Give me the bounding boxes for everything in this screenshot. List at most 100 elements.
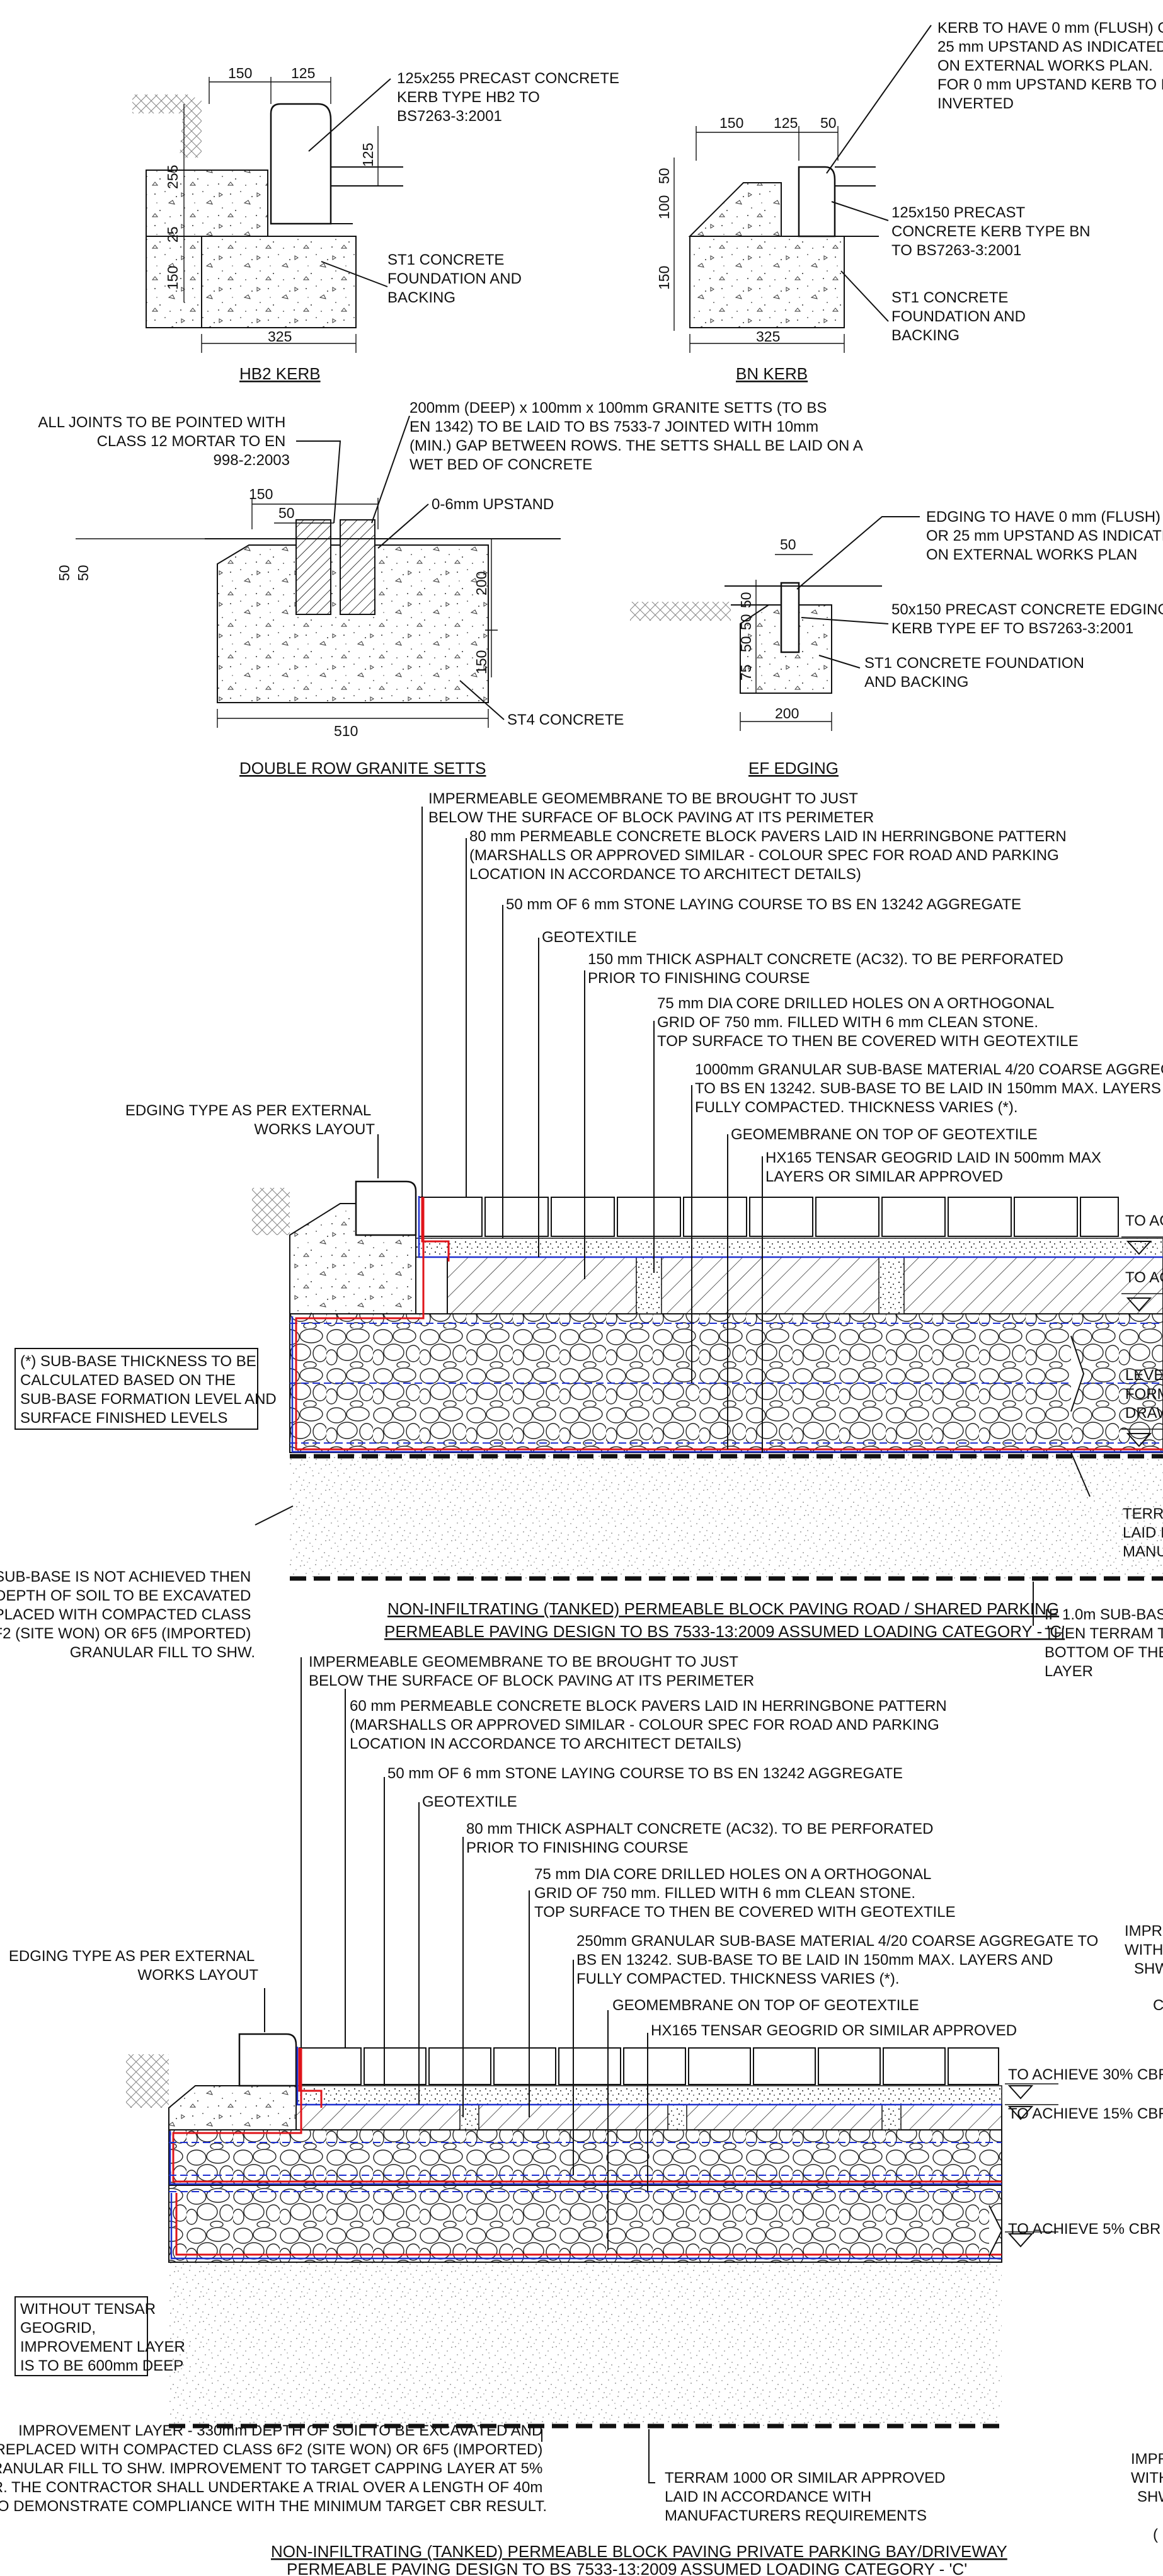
setts-dim-510: 510: [334, 723, 358, 739]
parking-boxed-note: [14, 2296, 148, 2376]
hb2-ground-hatch: [132, 95, 202, 158]
parking-boxed-note-text: WITHOUT TENSAR GEOGRID, IMPROVEMENT LAYE…: [20, 2301, 190, 2374]
road-callout-geotextile: GEOTEXTILE: [542, 929, 637, 946]
hb2-dim-255: 255: [164, 165, 181, 189]
parking-terram-note: TERRAM 1000 OR SIMILAR APPROVED LAID IN …: [665, 2470, 949, 2524]
road-paving-section: TO AC TO AC LEVE FORM DRAW IMPERMEABLE G…: [0, 790, 1163, 1680]
road-callout-asphalt: 150 mm THICK ASPHALT CONCRETE (AC32). TO…: [588, 951, 1068, 987]
parking-sub-base: [168, 2129, 1002, 2186]
hb2-dim-325: 325: [268, 328, 292, 345]
bn-top-note: KERB TO HAVE 0 mm (FLUSH) OR 25 mm UPSTA…: [937, 20, 1163, 112]
road-drill-hole-2: [878, 1256, 905, 1314]
road-block-pavers: [418, 1197, 1119, 1237]
road-callout-drill-holes: 75 mm DIA CORE DRILLED HOLES ON A ORTHOG…: [657, 995, 1079, 1050]
setts-dim-200: 200: [473, 572, 490, 595]
parking-improvement-layer: [168, 2185, 1002, 2263]
ef-edging-detail: 50 50 50 50 75 200 EDGING TO HAVE 0 mm (…: [630, 509, 1163, 778]
granite-setts-detail: 150 50 50 50 200 150 510 ALL JOINTS TO B…: [38, 400, 866, 778]
setts-dim-50a: 50: [56, 565, 72, 581]
hb2-title: HB2 KERB: [239, 364, 321, 383]
hb2-kerb-note: 125x255 PRECAST CONCRETE KERB TYPE HB2 T…: [397, 70, 624, 125]
parking-callout-geomembrane: IMPERMEABLE GEOMEMBRANE TO BE BROUGHT TO…: [309, 1653, 754, 1689]
bn-dim-50: 50: [820, 115, 837, 131]
bn-dim-50v: 50: [656, 168, 672, 184]
bn-foundation-note: ST1 CONCRETE FOUNDATION AND BACKING: [891, 289, 1030, 344]
road-callout-laying-course: 50 mm OF 6 mm STONE LAYING COURSE TO BS …: [506, 896, 1021, 913]
parking-geomembrane-red: [172, 2048, 1002, 2183]
road-soil-note: IF 1.0m SUB-BASE IS NOT ACHIEVED THEN 33…: [0, 1568, 255, 1661]
road-level-label-1: TO AC: [1125, 1212, 1163, 1229]
road-edging-note: EDGING TYPE AS PER EXTERNAL WORKS LAYOUT: [125, 1102, 375, 1138]
hb2-dim-150: 150: [228, 65, 252, 81]
setts-main-note: 200mm (DEEP) x 100mm x 100mm GRANITE SET…: [410, 400, 866, 473]
road-callout-geomembrane-geotextile: GEOMEMBRANE ON TOP OF GEOTEXTILE: [731, 1126, 1038, 1143]
setts-dim-50b: 50: [75, 565, 91, 581]
ef-top-note: EDGING TO HAVE 0 mm (FLUSH) OR 25 mm UPS…: [926, 509, 1163, 563]
ef-title: EF EDGING: [748, 759, 839, 778]
parking-callout-asphalt: 80 mm THICK ASPHALT CONCRETE (AC32). TO …: [466, 1820, 937, 1856]
road-edging-kerb: [355, 1180, 417, 1236]
road-laying-course: [415, 1238, 1163, 1258]
bn-dim-125: 125: [774, 115, 798, 131]
road-level-label-3: LEVE FORM DRAW: [1125, 1367, 1163, 1422]
bn-foundation: [689, 236, 845, 328]
sett-right: [340, 519, 375, 615]
ef-dim-50b: 50: [738, 614, 754, 630]
hb2-foundation-note: ST1 CONCRETE FOUNDATION AND BACKING: [387, 251, 526, 306]
bn-kerb-note: 125x150 PRECAST CONCRETE KERB TYPE BN TO…: [891, 204, 1094, 259]
parking-cbr-15-label: TO ACHIEVE 15% CBR: [1008, 2105, 1163, 2122]
parking-cbr-5-label: TO ACHIEVE 5% CBR: [1008, 2221, 1160, 2238]
parking-callout-laying-course: 50 mm OF 6 mm STONE LAYING COURSE TO BS …: [387, 1765, 903, 1782]
setts-dim-150: 150: [249, 486, 273, 502]
bn-dim-325: 325: [756, 328, 780, 345]
ef-dim-200: 200: [775, 705, 799, 722]
parking-edging-kerb: [238, 2033, 297, 2087]
parking-paving-section: TO ACHIEVE 30% CBR TO ACHIEVE 15% CBR TO…: [0, 1653, 1163, 2576]
ef-dim-50a: 50: [738, 592, 754, 608]
setts-concrete-note: ST4 CONCRETE: [507, 711, 624, 728]
bn-title: BN KERB: [736, 364, 808, 383]
bn-dim-150: 150: [719, 115, 743, 131]
hb2-kerb-detail: 150 125 255 25 150 125 325 125x255 PRECA…: [132, 65, 624, 383]
ef-dim-50c: 50: [738, 636, 754, 652]
parking-edge-haunch: [168, 2085, 297, 2130]
parking-edging-note: EDGING TYPE AS PER EXTERNAL WORKS LAYOUT: [9, 1948, 258, 1984]
hb2-foundation: [201, 236, 357, 328]
ef-edging-note: 50x150 PRECAST CONCRETE EDGING KERB TYPE…: [891, 601, 1163, 637]
bn-dim-150v: 150: [656, 266, 672, 290]
parking-callout-geomembrane-geotextile: GEOMEMBRANE ON TOP OF GEOTEXTILE: [612, 1997, 919, 2014]
road-drill-hole-1: [636, 1256, 662, 1314]
parking-improvement-note: IMPROVEMENT LAYER - 330mm DEPTH OF SOIL …: [0, 2422, 547, 2515]
setts-dim-150v: 150: [473, 650, 490, 674]
parking-callout-geogrid: HX165 TENSAR GEOGRID OR SIMILAR APPROVED: [651, 2022, 1017, 2039]
sett-left: [295, 519, 331, 615]
parking-right-note-b: IMPR WITH SHW (: [1131, 2451, 1163, 2543]
hb2-dim-150b: 150: [164, 266, 181, 290]
hb2-dim-125v: 125: [360, 143, 376, 167]
setts-st4-concrete: [217, 544, 489, 703]
ef-dim-50: 50: [780, 536, 796, 553]
parking-callout-drill-holes: 75 mm DIA CORE DRILLED HOLES ON A ORTHOG…: [534, 1866, 956, 1921]
ef-dim-75: 75: [738, 664, 754, 681]
parking-block-pavers: [299, 2047, 999, 2085]
hb2-dim-125: 125: [291, 65, 315, 81]
parking-callout-pavers: 60 mm PERMEABLE CONCRETE BLOCK PAVERS LA…: [350, 1698, 951, 1752]
parking-subgrade-soil: [169, 2262, 1002, 2426]
hb2-dim-25: 25: [164, 226, 181, 243]
setts-upstand-note: 0-6mm UPSTAND: [432, 496, 554, 513]
hb2-kerb: [270, 103, 332, 225]
road-callout-geogrid: HX165 TENSAR GEOGRID LAID IN 500mm MAX L…: [765, 1149, 1106, 1185]
road-asphalt-layer: [447, 1256, 1163, 1314]
parking-laying-course: [295, 2085, 1002, 2105]
bn-kerb-detail: 150 125 50 50 100 150 325 KERB TO HAVE 0…: [656, 20, 1163, 383]
parking-title-1: NON-INFILTRATING (TANKED) PERMEABLE BLOC…: [271, 2542, 1007, 2561]
parking-callout-geotextile: GEOTEXTILE: [422, 1793, 517, 1810]
bn-dim-100: 100: [656, 195, 672, 219]
setts-joints-note: ALL JOINTS TO BE POINTED WITH CLASS 12 M…: [38, 414, 290, 469]
setts-dim-50: 50: [278, 505, 295, 521]
road-callouts: IMPERMEABLE GEOMEMBRANE TO BE BROUGHT TO…: [428, 790, 1163, 1185]
road-terram-note: TERRA LAID IN MANUF: [1123, 1505, 1163, 1560]
road-subgrade-soil: [290, 1452, 1163, 1578]
road-title-1: NON-INFILTRATING (TANKED) PERMEABLE BLOC…: [387, 1599, 1059, 1618]
